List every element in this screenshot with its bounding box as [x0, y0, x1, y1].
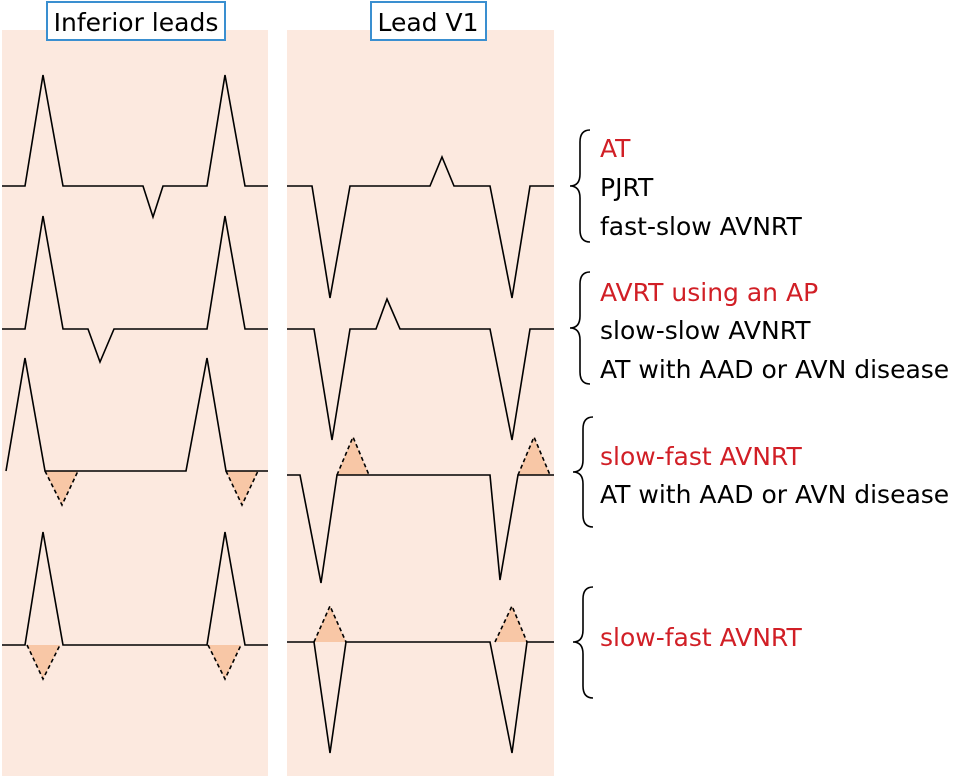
label-avrt-ap: AVRT using an AP — [600, 278, 818, 307]
inferior-trace-1 — [2, 74, 268, 220]
p-wave-fill — [45, 471, 78, 505]
lead-v1-title-box — [370, 1, 487, 41]
inferior-leads-title: Inferior leads — [54, 8, 219, 37]
p-wave-fill — [337, 437, 369, 475]
p-wave-outline — [26, 644, 61, 681]
inferior-trace-2 — [2, 215, 268, 365]
v1-trace-3 — [287, 474, 554, 584]
label-at-aad-avn-1: AT with AAD or AVN disease — [600, 355, 949, 384]
braces — [569, 129, 594, 699]
brace-3 — [572, 416, 594, 528]
p-wave-fill — [495, 606, 527, 642]
p-wave-outline — [225, 470, 259, 507]
label-at: AT — [600, 134, 631, 163]
brace-2 — [569, 271, 591, 385]
brace-4 — [572, 586, 594, 699]
brace-1 — [569, 129, 591, 243]
p-wave-outline — [207, 644, 242, 681]
label-at-aad-avn-2: AT with AAD or AVN disease — [600, 480, 949, 509]
label-slow-fast-avnrt-1: slow-fast AVNRT — [600, 442, 802, 471]
p-wave-fill — [208, 645, 241, 679]
rhythm-labels: AT PJRT fast-slow AVNRT AVRT using an AP… — [600, 134, 949, 652]
p-wave-outline — [44, 470, 79, 507]
inferior-trace-4 — [2, 531, 268, 646]
v1-trace-2 — [287, 296, 554, 441]
p-wave-fill — [226, 471, 258, 505]
label-pjrt: PJRT — [600, 173, 654, 202]
v1-trace-1 — [287, 154, 554, 299]
inferior-leads-title-box — [46, 1, 226, 41]
p-wave-fills — [27, 437, 550, 679]
p-wave-fill — [518, 437, 550, 475]
label-fast-slow-avnrt: fast-slow AVNRT — [600, 212, 802, 241]
p-wave-fill — [27, 645, 60, 679]
v1-trace-4 — [287, 641, 554, 754]
lead-v1-panel — [287, 30, 554, 776]
p-wave-fill — [314, 606, 346, 642]
label-slow-fast-avnrt-2: slow-fast AVNRT — [600, 623, 802, 652]
p-wave-outline — [494, 604, 528, 643]
p-wave-outlines — [26, 434, 551, 681]
lead-v1-title: Lead V1 — [377, 8, 478, 37]
p-wave-outline — [313, 604, 347, 643]
label-slow-slow-avnrt: slow-slow AVNRT — [600, 316, 811, 345]
